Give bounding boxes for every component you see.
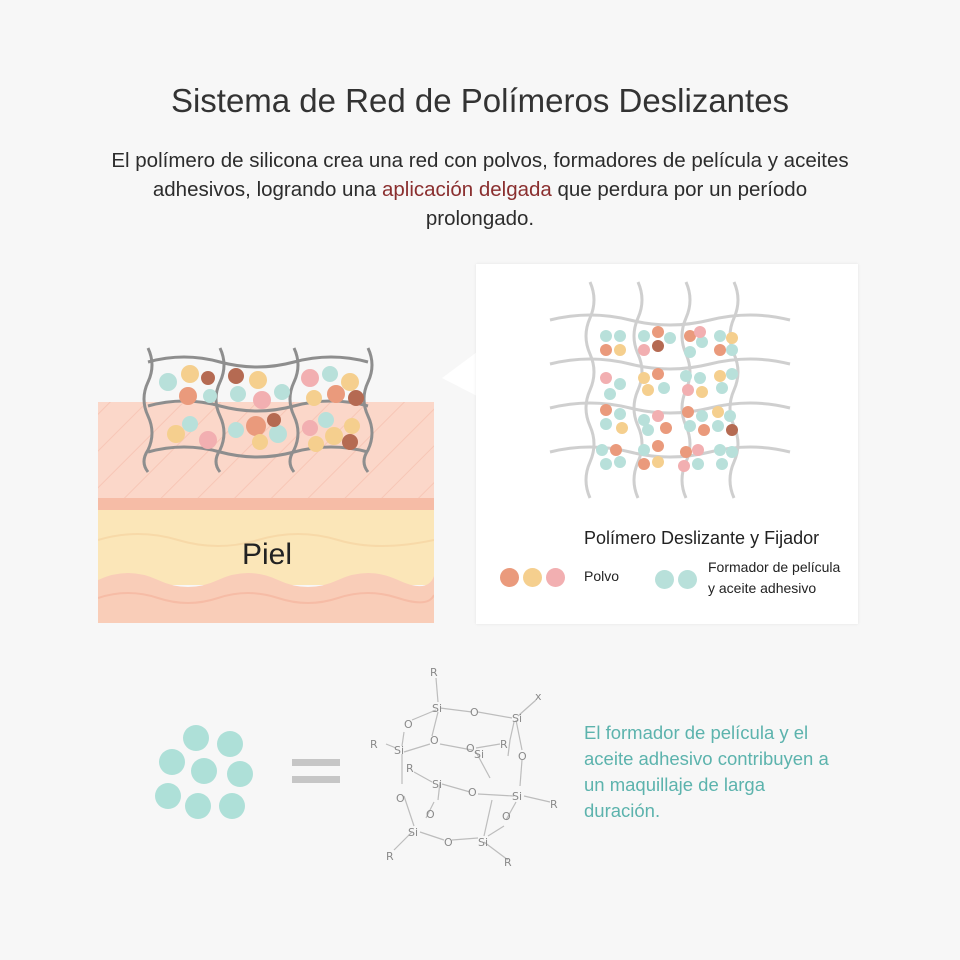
struct-label: Si xyxy=(408,826,418,839)
struct-label: O xyxy=(468,786,477,799)
struct-label: Si xyxy=(512,712,522,725)
intro-text-2: que perdura por un período prolongado. xyxy=(425,178,808,230)
legend-powder-label: Polvo xyxy=(584,568,620,584)
intro-text-1: El polímero de silicona crea una red con… xyxy=(111,149,849,201)
legend-title: Polímero Deslizante y Fijador xyxy=(584,528,820,548)
struct-label: Si xyxy=(474,748,484,761)
struct-label: Si xyxy=(512,790,522,803)
struct-label: O xyxy=(502,810,511,823)
struct-label: R xyxy=(406,762,414,775)
equals-sign xyxy=(292,759,340,783)
zoom-polymer-network xyxy=(549,281,791,499)
zoom-pointer xyxy=(442,352,477,396)
struct-label: O xyxy=(444,836,453,849)
caption-text: El formador de película y el aceite adhe… xyxy=(584,722,829,821)
zoom-particles xyxy=(596,326,738,472)
struct-label: R xyxy=(500,738,508,751)
film-former-cluster xyxy=(155,725,253,819)
legend-powder-dot-pink xyxy=(546,568,565,587)
skin-label: Piel xyxy=(242,538,293,571)
struct-label: Si xyxy=(394,744,404,757)
intro-highlight: aplicación delgada xyxy=(381,178,552,201)
page-title: Sistema de Red de Polímeros Deslizantes xyxy=(170,82,790,119)
struct-label: R xyxy=(430,666,438,679)
struct-label: O xyxy=(518,750,527,763)
struct-label: R xyxy=(550,798,558,811)
struct-label: Si xyxy=(432,778,442,791)
skin-wave-layer xyxy=(98,573,434,623)
legend-film-dot-1 xyxy=(655,570,674,589)
struct-label: R xyxy=(386,850,394,863)
legend-film-label: Formador de película y aceite adhesivo xyxy=(708,559,841,596)
skin-divider xyxy=(98,498,434,510)
struct-label: Si xyxy=(478,836,488,849)
struct-label: O xyxy=(404,718,413,731)
struct-label: Si xyxy=(432,702,442,715)
struct-label: x xyxy=(535,690,542,703)
struct-label: R xyxy=(370,738,378,751)
skin-illustration xyxy=(98,347,434,623)
struct-label: O xyxy=(470,706,479,719)
legend-film-dot-2 xyxy=(678,570,697,589)
struct-label: O xyxy=(426,808,435,821)
siloxane-structure: R x Si O Si O O R Si O Si R O R Si O Si … xyxy=(370,666,558,869)
struct-label: R xyxy=(504,856,512,869)
intro-paragraph: El polímero de silicona crea una red con… xyxy=(110,146,850,233)
skin-particles xyxy=(159,365,364,452)
skin-yellow-layer xyxy=(98,510,434,585)
legend-powder-dot-yellow xyxy=(523,568,542,587)
struct-label: O xyxy=(396,792,405,805)
zoom-network-illustration xyxy=(549,281,791,499)
struct-label: O xyxy=(466,742,475,755)
legend-powder-dot-orange xyxy=(500,568,519,587)
struct-label: O xyxy=(430,734,439,747)
